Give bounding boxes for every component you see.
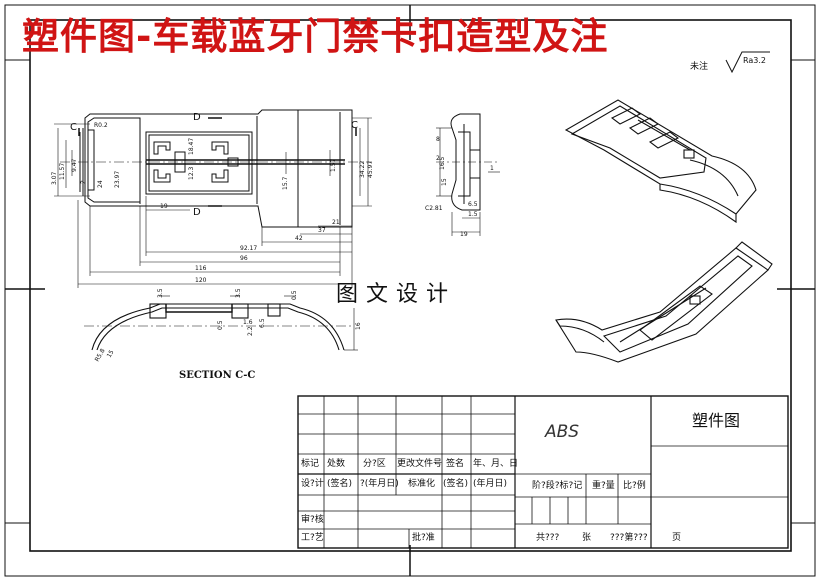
svg-text:37: 37: [318, 227, 326, 234]
side-view: [436, 113, 500, 236]
front-view: [54, 109, 372, 288]
tb-weight: 重?量: [592, 481, 615, 491]
svg-text:42: 42: [295, 235, 303, 242]
tb-stage-mark: 阶?段?标?记: [532, 481, 583, 491]
svg-text:15: 15: [106, 349, 116, 359]
svg-text:2: 2: [80, 180, 87, 184]
svg-text:1.6: 1.6: [243, 319, 253, 326]
drawing-title: 塑件图-车载蓝牙门禁卡扣造型及注: [22, 15, 609, 58]
svg-text:116: 116: [195, 265, 207, 272]
tb-mark: 标记: [301, 459, 320, 469]
svg-text:15: 15: [441, 178, 448, 186]
tb-zone: 分?区: [363, 459, 386, 469]
tb-process: 工?艺: [301, 533, 324, 543]
tb-count: 处数: [327, 459, 346, 469]
section-c-left-label: C: [70, 122, 77, 133]
tb-design-sign: (签名): [327, 479, 353, 489]
view-d-top-label: D: [193, 112, 201, 123]
tb-sheets-unit: 张: [582, 533, 592, 543]
tb-design: 设?计: [301, 479, 324, 489]
tb-page-unit: 页: [672, 533, 682, 543]
svg-text:3.5: 3.5: [235, 288, 242, 298]
tb-review: 审?核: [301, 515, 324, 525]
svg-text:12.3: 12.3: [188, 166, 195, 180]
tb-standard-date: (年月日): [473, 479, 508, 489]
svg-text:92.17: 92.17: [240, 245, 257, 252]
isometric-view-top: [564, 99, 757, 224]
roughness-value: Ra3.2: [743, 56, 767, 65]
svg-text:21: 21: [332, 219, 340, 226]
tb-approve: 批?准: [412, 533, 435, 543]
svg-text:3.07: 3.07: [51, 171, 58, 185]
front-view-dimension-labels: 120 116 96 92.17 42 37 21 19 3.07 11.57 …: [51, 122, 374, 284]
side-view-dimension-labels: 8 2 1 15 16.5 C2.81 19 6.5 1.5: [425, 136, 494, 238]
svg-text:120: 120: [195, 277, 207, 284]
tb-sheet-no: ???第???: [610, 533, 648, 543]
svg-text:8: 8: [436, 136, 440, 143]
svg-text:34.22: 34.22: [359, 161, 366, 178]
tb-date: 年、月、日: [473, 459, 519, 469]
svg-text:96: 96: [240, 255, 248, 262]
svg-text:15.7: 15.7: [282, 176, 289, 190]
title-clip: 塑件图-车载蓝牙门禁卡扣造型及注: [0, 0, 820, 90]
svg-text:6.5: 6.5: [259, 318, 266, 328]
svg-text:9.47: 9.47: [71, 158, 78, 172]
view-labels: C C D D: [70, 112, 358, 218]
material-value: ABS: [545, 422, 580, 442]
tb-change-doc: 更改文件号: [397, 459, 443, 469]
svg-text:18.47: 18.47: [188, 138, 195, 155]
svg-text:16.5: 16.5: [439, 156, 446, 170]
section-c-right-label: C: [351, 120, 358, 131]
svg-text:19: 19: [160, 203, 168, 210]
svg-text:1.5: 1.5: [468, 211, 478, 218]
svg-text:11.57: 11.57: [59, 163, 66, 180]
section-dimension-labels: 3.5 3.5 0.5 1.6 6.5 2.2 0.5 16 R5.8 15: [94, 288, 362, 363]
tb-standard-sign: (签名): [443, 479, 469, 489]
svg-text:16: 16: [355, 322, 362, 330]
section-view: [84, 295, 358, 351]
svg-text:6.5: 6.5: [468, 201, 478, 208]
isometric-view-bottom: [555, 241, 773, 363]
drawing-frame: [4, 4, 816, 577]
svg-text:23.97: 23.97: [114, 171, 121, 188]
part-name: 塑件图: [692, 411, 741, 430]
tb-standard: 标准化: [408, 479, 436, 489]
svg-text:3.5: 3.5: [157, 288, 164, 298]
svg-text:0.5: 0.5: [217, 320, 224, 330]
svg-text:1: 1: [490, 165, 494, 172]
tb-sheets-total: 共???: [536, 533, 560, 543]
svg-text:2: 2: [436, 155, 440, 162]
svg-text:0.5: 0.5: [291, 290, 298, 300]
svg-text:24: 24: [97, 180, 104, 188]
roughness-symbol: [725, 51, 770, 74]
title-block: [297, 395, 789, 549]
svg-text:1.57: 1.57: [330, 158, 337, 172]
section-cc-label: SECTION C-C: [179, 370, 256, 381]
svg-text:R0.2: R0.2: [94, 122, 108, 129]
center-watermark: 图文设计: [336, 282, 457, 307]
tb-design-date: ?(年月日): [360, 479, 399, 489]
roughness-note: 未注: [690, 62, 709, 72]
view-d-bottom-label: D: [193, 207, 201, 218]
svg-text:C2.81: C2.81: [425, 205, 443, 212]
tb-scale: 比?例: [623, 481, 646, 491]
svg-text:45.97: 45.97: [367, 161, 374, 178]
tb-sign: 签名: [446, 459, 465, 469]
svg-text:19: 19: [460, 231, 468, 238]
svg-text:2.2: 2.2: [247, 326, 254, 336]
